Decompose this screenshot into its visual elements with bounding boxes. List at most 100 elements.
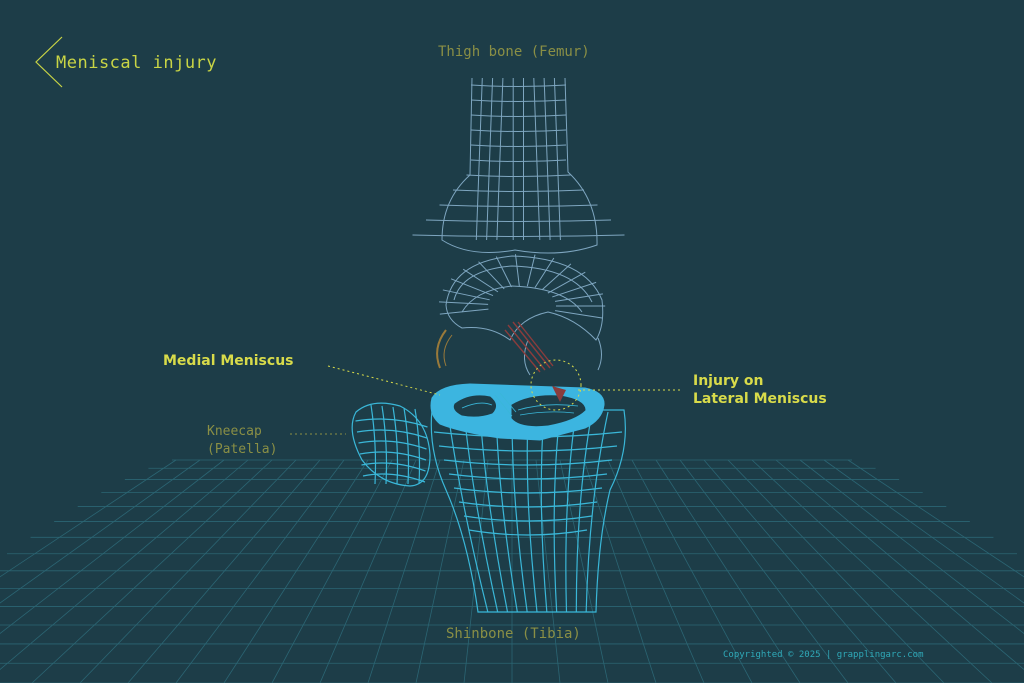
tear-notch <box>552 386 566 402</box>
wire-line <box>223 459 369 683</box>
wire-curve <box>541 263 572 291</box>
patella <box>351 402 431 487</box>
wire-line <box>799 459 1024 634</box>
meniscus-plateau <box>430 383 605 441</box>
wire-curve <box>466 174 571 177</box>
wire-curve <box>356 429 428 439</box>
femur <box>412 77 625 376</box>
wire-curve <box>439 308 489 315</box>
wire-curve <box>462 268 499 293</box>
wire-curve <box>470 114 567 117</box>
patella-label: Kneecap (Patella) <box>207 423 277 459</box>
wire-curve <box>448 473 608 480</box>
wire-curve <box>438 445 618 452</box>
wire-curve <box>575 411 593 613</box>
lateral-meniscus-inner <box>511 395 586 427</box>
wire-line <box>727 459 945 683</box>
patella-label-line1: Kneecap <box>207 424 262 439</box>
wire-curve <box>358 440 427 450</box>
diamond-frame-icon <box>35 36 63 88</box>
wire-curve <box>458 501 598 508</box>
page-title: Meniscal injury <box>56 53 218 73</box>
wire-line <box>0 459 201 604</box>
wire-curve <box>554 293 603 302</box>
wire-curve <box>486 77 494 241</box>
wire-curve <box>478 261 505 290</box>
wire-line <box>823 459 1024 604</box>
wire-line <box>0 459 249 671</box>
wire-curve <box>553 77 561 241</box>
wire-curve <box>463 515 593 522</box>
wire-curve <box>443 459 613 466</box>
wire-curve <box>526 254 536 287</box>
wire-line <box>751 459 993 683</box>
wire-curve <box>543 77 551 241</box>
wire-curve <box>355 418 428 428</box>
wire-curve <box>442 289 490 301</box>
wire-curve <box>412 234 625 237</box>
wire-line <box>559 459 609 683</box>
copyright-text: Copyrighted © 2025 | grapplingarc.com <box>723 650 924 660</box>
wire-line <box>775 459 1024 671</box>
medial-leader <box>327 365 441 396</box>
wire-line <box>415 459 465 683</box>
wire-curve <box>547 271 586 294</box>
wire-curve <box>526 411 538 613</box>
wire-curve <box>450 278 494 297</box>
injury-label: Injury on Lateral Meniscus <box>693 372 827 408</box>
wire-curve <box>470 159 567 162</box>
wire-curve <box>511 411 528 613</box>
wire-curve <box>453 487 603 494</box>
wire-curve <box>470 144 567 147</box>
medial-meniscus-inner <box>453 395 496 417</box>
wire-line <box>31 459 273 683</box>
cartilage-arc <box>436 329 447 369</box>
wire-line <box>631 459 753 683</box>
wire-line <box>583 459 657 683</box>
femur-label: Thigh bone (Femur) <box>438 44 590 60</box>
injury-label-line1: Injury on <box>693 373 764 389</box>
wire-curve <box>381 405 388 485</box>
injury-highlight-circle <box>530 359 582 411</box>
wire-curve <box>552 281 597 298</box>
wire-curve <box>470 99 567 102</box>
wire-curve <box>370 404 377 485</box>
wire-curve <box>540 411 548 613</box>
medial-meniscus-label: Medial Meniscus <box>163 353 294 369</box>
injury-label-line2: Lateral Meniscus <box>693 391 827 407</box>
wire-curve <box>514 254 520 287</box>
wire-curve <box>463 411 499 613</box>
wire-line <box>367 459 441 683</box>
wire-line <box>79 459 297 683</box>
wire-curve <box>533 77 541 241</box>
wire-curve <box>468 529 588 536</box>
wire-curve <box>414 408 421 485</box>
wire-line <box>679 459 849 683</box>
wire-curve <box>452 189 585 192</box>
wire-line <box>847 459 1024 578</box>
wire-curve <box>392 406 399 485</box>
wire-line <box>535 459 561 683</box>
tibia-label: Shinbone (Tibia) <box>446 626 581 642</box>
wire-line <box>0 459 177 578</box>
wire-line <box>271 459 393 683</box>
wire-curve <box>475 77 483 241</box>
wire-line <box>607 459 705 683</box>
wire-curve <box>553 411 561 613</box>
wire-curve <box>534 257 555 288</box>
wire-curve <box>495 256 512 288</box>
wire-curve <box>439 204 598 207</box>
floor-grid <box>0 459 1024 683</box>
wire-curve <box>470 84 567 87</box>
wire-line <box>319 459 417 683</box>
patella-label-line2: (Patella) <box>207 442 278 457</box>
wire-curve <box>470 129 567 132</box>
wire-curve <box>362 473 426 483</box>
wire-line <box>655 459 801 683</box>
injury-tear <box>504 321 554 373</box>
wire-curve <box>554 310 603 319</box>
wire-line <box>127 459 321 683</box>
wire-line <box>463 459 489 683</box>
wire-curve <box>495 411 518 613</box>
